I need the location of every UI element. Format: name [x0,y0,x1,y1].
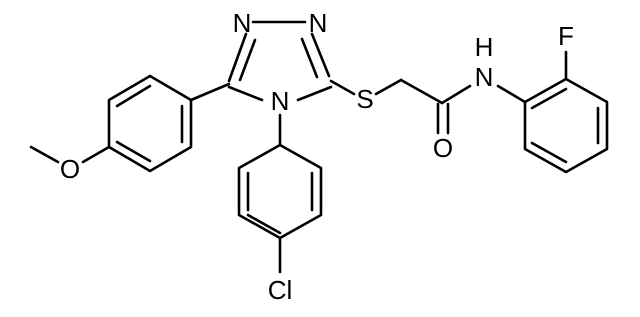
methoxyphenyl-inner-3 [115,140,152,163]
bond-s-ch2 [374,78,403,96]
methoxyphenyl-inner-2 [115,84,152,108]
atom-n4: N [271,86,290,116]
triazole-ring [227,20,333,102]
atom-labels: N N N S O H N F O Cl [60,8,574,305]
atom-s: S [356,84,373,114]
bond-c3-n4 [296,85,333,102]
bond-c5-aryl [189,82,231,102]
chlorophenyl-inner-3 [246,213,282,235]
fluorophenyl-ring [523,50,609,174]
atom-n1: N [233,8,252,38]
bond-c5-n1 [227,32,248,83]
fluorophenyl-hexagon [523,77,609,174]
fluorophenyl-inner-1 [530,87,568,110]
bond-nh-aryl [496,84,527,104]
methoxyphenyl-hexagon [107,74,193,173]
atom-nh-h: H [475,32,494,62]
atom-cl: Cl [268,275,293,305]
bond-co-nh [440,84,472,105]
atom-nh-n: N [475,62,494,92]
thioacetamide-chain [329,78,527,135]
methoxyphenyl-ring [29,74,231,173]
chlorophenyl-hexagon [237,143,323,240]
atom-o-methoxy: O [60,154,80,184]
bond-n2-c3-double [300,37,319,79]
bond-aryl-o [81,145,111,164]
bond-ch2-co [399,78,444,105]
chlorophenyl-ring [237,113,323,274]
bond-o-methyl [29,145,60,164]
bond-n4-c5 [227,85,264,102]
bond-n2-c3 [310,32,331,78]
fluorophenyl-inner-3 [530,141,568,164]
bond-c3-s [329,79,356,96]
atom-n2: N [309,8,328,38]
atom-o-carbonyl: O [433,133,453,163]
atom-f: F [558,21,574,51]
bond-c5-n1-double [238,38,257,82]
